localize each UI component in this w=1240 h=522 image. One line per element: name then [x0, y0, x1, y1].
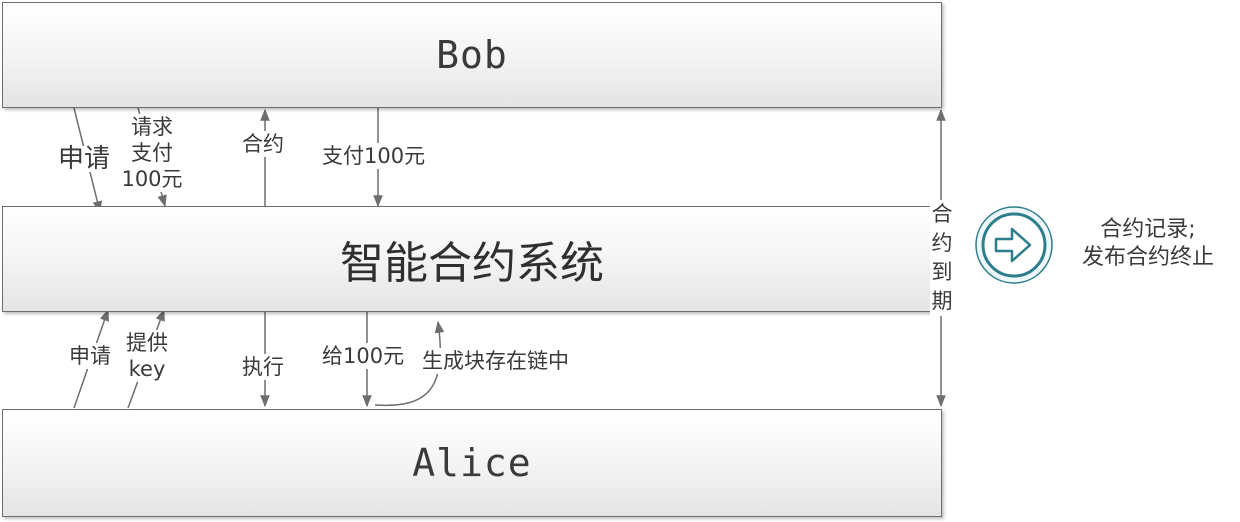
alice-box: Alice — [2, 409, 942, 517]
system-title: 智能合约系统 — [340, 238, 604, 289]
provide-key-line-1: 提供 — [126, 331, 168, 355]
generate-block-label: 生成块存在链中 — [422, 348, 569, 374]
bob-apply-label: 申请 — [58, 144, 111, 174]
provide-key-label: 提供 key — [120, 330, 174, 382]
request-pay-label: 请求 支付 100元 — [120, 114, 184, 192]
give-100-label: 给100元 — [322, 343, 405, 369]
pay-100-label: 支付100元 — [322, 143, 426, 169]
expiry-char-1: 合 — [931, 202, 953, 226]
provide-key-line-2: key — [128, 357, 166, 381]
expiry-char-4: 期 — [931, 289, 953, 313]
smart-contract-system-box: 智能合约系统 — [2, 206, 942, 312]
request-pay-line-3: 100元 — [121, 167, 183, 191]
expiry-char-2: 约 — [931, 231, 953, 255]
alice-apply-label: 申请 — [69, 343, 111, 369]
contract-label: 合约 — [242, 131, 284, 157]
expiry-char-3: 到 — [931, 260, 953, 284]
contract-expiry-label: 合 约 到 期 — [930, 200, 954, 316]
result-text: 合约记录; 发布合约终止 — [1058, 216, 1238, 272]
result-line-1: 合约记录; — [1100, 217, 1196, 242]
execute-label: 执行 — [242, 354, 284, 380]
request-pay-line-2: 支付 — [131, 141, 173, 165]
result-line-2: 发布合约终止 — [1081, 245, 1214, 270]
generate-block-arrow — [374, 320, 445, 407]
alice-title: Alice — [412, 441, 532, 485]
arrow-right-circle-icon — [975, 206, 1053, 284]
bob-box: Bob — [2, 2, 942, 108]
bob-title: Bob — [436, 33, 508, 77]
request-pay-line-1: 请求 — [131, 115, 173, 139]
